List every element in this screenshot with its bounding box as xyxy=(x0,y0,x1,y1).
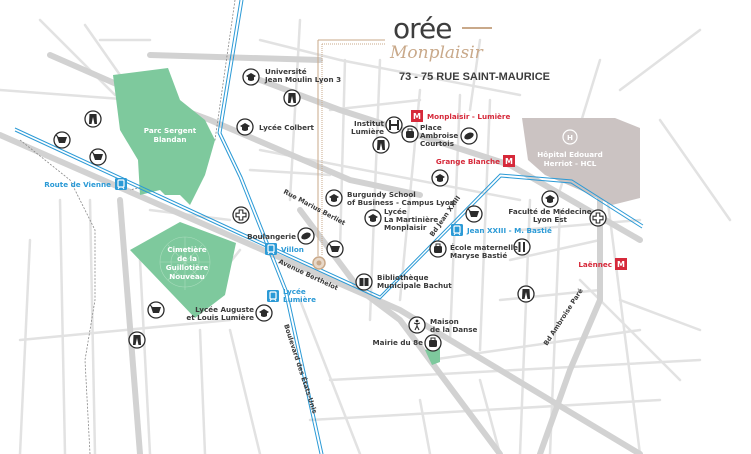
label-lycee-colbert: Lycée Colbert xyxy=(259,123,315,132)
tram-lycee-lumiere-2[interactable]: Lumière xyxy=(283,295,316,304)
town-hall-icon[interactable] xyxy=(424,334,442,352)
clothing-icon[interactable] xyxy=(84,110,102,128)
parc-sergent-blandan xyxy=(113,68,215,205)
tram-icon[interactable] xyxy=(114,177,128,191)
tram-lycee-lumiere-1[interactable]: Lycée xyxy=(283,287,306,296)
label-danse-1: Maison xyxy=(430,317,459,326)
metro-monplaisir-lumiere[interactable]: Monplaisir - Lumière xyxy=(427,112,510,121)
graduation-cap-icon[interactable] xyxy=(541,190,559,208)
tram-jean-xxiii[interactable]: Jean XXIII - M. Bastié xyxy=(466,226,552,235)
label-ambroise-3: Courtois xyxy=(420,139,454,148)
pharmacy-cross-icon[interactable] xyxy=(232,206,250,224)
label-universite-2: Jean Moulin Lyon 3 xyxy=(264,75,341,84)
tram-route-de-vienne[interactable]: Route de Vienne xyxy=(44,180,111,189)
tram-icon[interactable] xyxy=(450,223,464,237)
property-marker-dot xyxy=(316,260,322,266)
clothing-icon[interactable] xyxy=(372,136,390,154)
label-martiniere-1: Lycée xyxy=(384,207,407,216)
metro-icon[interactable] xyxy=(411,110,423,122)
shopping-basket-icon[interactable] xyxy=(465,205,483,223)
tram-lines xyxy=(14,0,644,454)
shopping-basket-icon[interactable] xyxy=(147,301,165,319)
graduation-cap-icon[interactable] xyxy=(242,68,260,86)
label-universite-1: Université xyxy=(265,67,307,76)
label-ambroise-2: Ambroise xyxy=(420,131,458,140)
hopital-label-2: Herriot - HCL xyxy=(544,159,597,168)
label-auguste-1: Lycée Auguste xyxy=(195,305,254,314)
address: 73 - 75 RUE SAINT-MAURICE xyxy=(399,71,550,83)
logo-word: orée xyxy=(393,12,451,45)
hospital-symbol: H xyxy=(567,133,573,142)
clothing-icon[interactable] xyxy=(517,285,535,303)
label-ambroise-1: Place xyxy=(420,123,442,132)
graduation-cap-icon[interactable] xyxy=(255,304,273,322)
tram-villon[interactable]: Villon xyxy=(281,245,304,254)
graduation-cap-icon[interactable] xyxy=(364,209,382,227)
property-route xyxy=(317,39,385,256)
bread-icon[interactable] xyxy=(297,227,315,245)
label-faculte-1: Faculté de Médecine xyxy=(508,207,591,216)
label-faculte-2: Lyon Est xyxy=(533,215,568,224)
label-auguste-2: et Louis Lumière xyxy=(186,313,254,322)
parc-label: Parc Sergent xyxy=(144,126,197,135)
bread-icon[interactable] xyxy=(460,127,478,145)
label-martiniere-2: La Martinière xyxy=(384,215,438,224)
logo-script: Monplaisir xyxy=(389,43,484,63)
label-martiniere-3: Monplaisir xyxy=(384,223,427,232)
label-boulangerie: Boulangerie xyxy=(247,232,296,241)
shopping-basket-icon[interactable] xyxy=(89,148,107,166)
tram-icon[interactable] xyxy=(264,242,278,256)
metro-icon[interactable] xyxy=(503,155,515,167)
hopital-area xyxy=(522,118,640,205)
minor-roads xyxy=(0,18,732,454)
graduation-cap-icon[interactable] xyxy=(236,118,254,136)
library-book-icon[interactable] xyxy=(355,273,373,291)
label-institut-1: Institut xyxy=(354,119,385,128)
label-burgundy-1: Burgundy School xyxy=(347,190,416,199)
dancer-icon[interactable] xyxy=(408,316,426,334)
clothing-icon[interactable] xyxy=(128,331,146,349)
cimetiere-label-4: Nouveau xyxy=(169,272,205,281)
parc-label-2: Blandan xyxy=(153,135,186,144)
pharmacy-cross-icon[interactable] xyxy=(589,209,607,227)
label-burgundy-2: of Business - Campus Lyon xyxy=(347,198,455,207)
monument-icon[interactable] xyxy=(401,125,419,143)
graduation-cap-icon[interactable] xyxy=(431,169,449,187)
label-bibliotheque-1: Bibliothèque xyxy=(377,273,429,282)
label-institut-2: Lumière xyxy=(351,127,384,136)
clothing-icon[interactable] xyxy=(283,89,301,107)
school-bag-icon[interactable] xyxy=(429,240,447,258)
metro-icon[interactable] xyxy=(615,258,627,270)
metro-laennec[interactable]: Laënnec xyxy=(578,260,612,269)
graduation-cap-icon[interactable] xyxy=(325,189,343,207)
shopping-basket-icon[interactable] xyxy=(326,240,344,258)
cimetiere-label-3: Guillotière xyxy=(166,263,209,272)
cemetery-paths xyxy=(159,236,211,290)
label-mairie: Mairie du 8e xyxy=(373,338,424,347)
cimetiere-guillotiere xyxy=(130,222,236,318)
hopital-label-1: Hôpital Edouard xyxy=(537,150,602,159)
metro-grange-blanche[interactable]: Grange Blanche xyxy=(436,157,500,166)
label-bibliotheque-2: Municipale Bachut xyxy=(377,281,452,290)
label-danse-2: de la Danse xyxy=(430,325,478,334)
shopping-basket-icon[interactable] xyxy=(53,131,71,149)
cimetiere-label-1: Cimetière xyxy=(167,245,206,254)
cinema-icon[interactable] xyxy=(385,116,403,134)
cimetiere-label-2: de la xyxy=(177,254,197,263)
label-ecole-1: École maternelle xyxy=(450,243,518,252)
tram-icon[interactable] xyxy=(266,289,280,303)
hospital-icon xyxy=(562,129,578,145)
label-ecole-2: Maryse Bastié xyxy=(450,251,507,260)
